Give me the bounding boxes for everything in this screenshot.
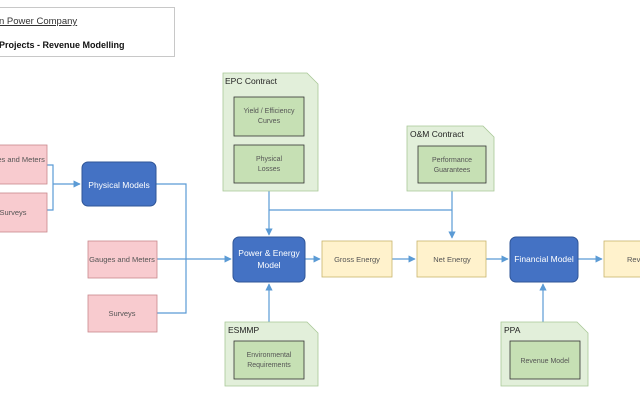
net-energy-box	[416, 240, 487, 278]
diagram-subtitle: Projects - Revenue Modelling	[0, 40, 125, 50]
gauges-box-left	[0, 144, 48, 185]
gauges-box	[87, 240, 158, 279]
env-requirements-label-1: Environmental	[247, 352, 292, 359]
power-energy-label-1: Power & Energy	[238, 248, 300, 258]
yield-curves-box	[233, 96, 305, 137]
revenue-model-label: Revenue Model	[520, 358, 569, 365]
surveys-box-label: Surveys	[108, 309, 135, 318]
esmmp-label: ESMMP	[228, 325, 260, 335]
connector-physical-models-down	[156, 183, 187, 259]
yield-curves-label-2: Curves	[258, 118, 281, 125]
financial-model-box	[509, 236, 579, 283]
company-name: n Power Company	[0, 16, 78, 27]
env-requirements-label-2: Requirements	[247, 362, 291, 369]
net-energy-label: Net Energy	[433, 255, 471, 264]
connector-left-pair	[47, 164, 54, 211]
financial-model-label: Financial Model	[514, 254, 574, 264]
surveys-box-left-label: Surveys	[0, 208, 27, 217]
connector-surveys-up	[157, 259, 187, 314]
epc-contract-label: EPC Contract	[225, 76, 278, 86]
physical-losses-box	[233, 144, 305, 184]
surveys-box-left	[0, 192, 48, 233]
performance-label-2: Guarantees	[434, 167, 471, 174]
environmental-requirements-box	[233, 340, 305, 380]
gauges-box-left-label: ges and Meters	[0, 155, 45, 164]
gauges-box-label: Gauges and Meters	[89, 255, 155, 264]
revenue-box-right-label: Rev	[627, 255, 640, 264]
connectors	[47, 164, 603, 322]
power-energy-model-box	[232, 236, 306, 283]
ppa-label: PPA	[504, 325, 521, 335]
physical-models-box	[81, 161, 157, 207]
physical-losses-label-1: Physical	[256, 156, 283, 163]
physical-models-label: Physical Models	[88, 180, 149, 190]
physical-losses-label-2: Losses	[258, 166, 281, 173]
yield-curves-label-1: Yield / Efficiency	[244, 108, 295, 115]
gross-energy-box	[321, 240, 393, 278]
title-box: n Power Company Projects - Revenue Model…	[0, 7, 175, 57]
surveys-box	[87, 294, 158, 333]
performance-label-1: Performance	[432, 157, 472, 164]
revenue-model-box	[509, 340, 581, 380]
gross-energy-label: Gross Energy	[334, 255, 380, 264]
revenue-box-right	[603, 240, 640, 278]
power-energy-label-2: Model	[257, 260, 280, 270]
om-contract-label: O&M Contract	[410, 129, 464, 139]
performance-guarantees-box	[417, 145, 487, 184]
